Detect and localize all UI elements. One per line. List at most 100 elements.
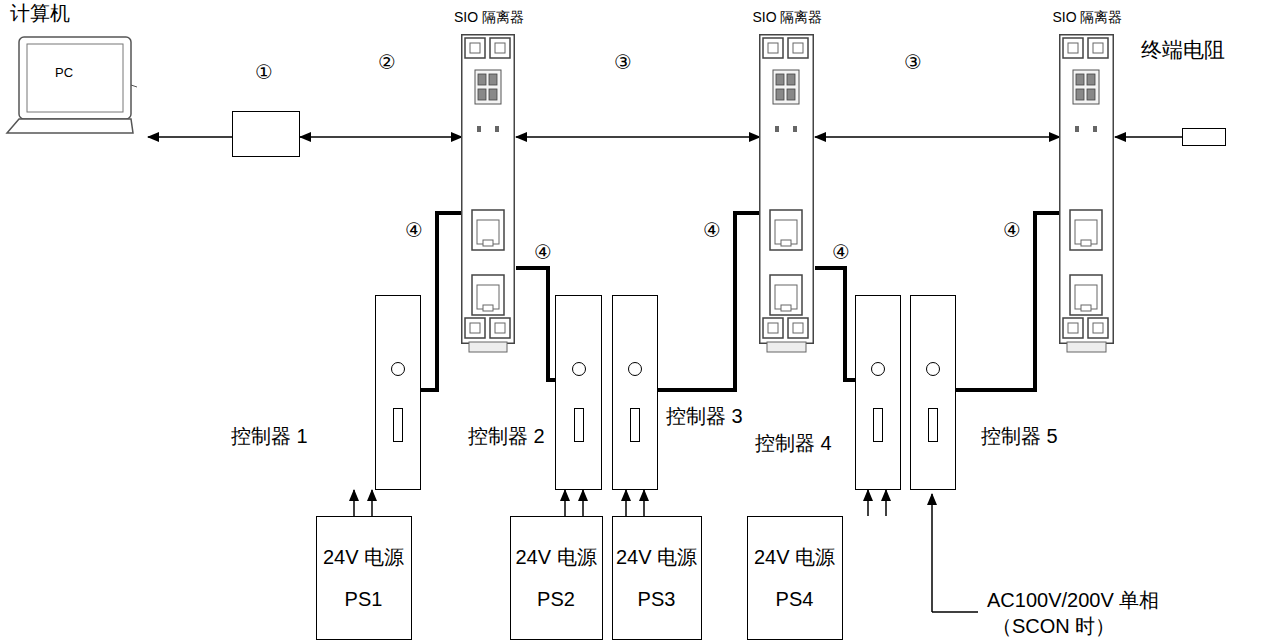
status-lamp — [572, 362, 586, 376]
rj-port — [472, 210, 504, 250]
isolator-body — [759, 34, 814, 356]
led — [775, 126, 779, 132]
link-arrow — [815, 136, 1060, 138]
computer: 计算机PC — [5, 35, 148, 139]
terminal-screw — [768, 43, 778, 53]
power-lead — [931, 494, 933, 612]
link-arrow — [353, 490, 355, 516]
link-arrow — [300, 136, 462, 138]
rj-port — [770, 210, 802, 250]
terminal-screw — [495, 43, 505, 53]
terminal-screw — [768, 323, 778, 333]
callout-number: ② — [376, 50, 398, 74]
callout-number: ③ — [612, 50, 634, 74]
dip-lever — [1087, 74, 1095, 85]
link-arrow — [643, 490, 645, 516]
callout-number: ④ — [830, 240, 852, 264]
dip-lever — [1087, 89, 1095, 100]
dip-lever — [787, 89, 795, 100]
terminal-screw — [470, 43, 480, 53]
connector-slot — [393, 408, 403, 442]
connector-slot — [928, 408, 938, 442]
isolator-body — [1059, 34, 1114, 356]
sio-isolator: SIO 隔离器 — [1060, 35, 1115, 345]
rj-latch — [483, 305, 493, 311]
terminal-block — [763, 318, 783, 338]
supply-label: 24V 电源 PS3 — [613, 536, 700, 620]
terminal-screw — [793, 323, 803, 333]
device-label: SIO 隔离器 — [752, 9, 822, 26]
din-clip — [767, 342, 806, 352]
device-box: 终端电阻 — [1182, 128, 1226, 146]
dip-switch — [1073, 70, 1099, 104]
dip-lever — [489, 74, 497, 85]
device-label: SIO 隔离器 — [454, 9, 524, 26]
laptop-lid — [19, 37, 131, 119]
callout-number: ④ — [701, 218, 723, 242]
cable — [815, 268, 855, 380]
device-label: PC — [55, 65, 73, 81]
controller-box: 控制器 3 — [612, 295, 658, 490]
isolator-housing — [462, 35, 515, 344]
device-label: ① — [255, 60, 273, 84]
callout-number: ③ — [902, 50, 924, 74]
link-arrow — [885, 490, 887, 516]
link-arrow — [148, 136, 232, 138]
connector-slot — [873, 408, 883, 442]
sio-isolator: SIO 隔离器 — [760, 35, 815, 345]
power-supply-box: 24V 电源 PS1 — [316, 516, 412, 640]
laptop-cable — [131, 85, 137, 87]
cable — [516, 268, 555, 380]
supply-label: 24V 电源 PS4 — [748, 536, 841, 620]
dip-lever — [776, 74, 784, 85]
terminal-block — [490, 38, 510, 58]
terminal-screw — [1093, 323, 1103, 333]
power-supply-box: 24V 电源 PS2 — [510, 516, 603, 640]
device-label: 控制器 1 — [231, 424, 308, 448]
led — [1075, 126, 1079, 132]
dip-lever — [1076, 89, 1084, 100]
link-arrow — [516, 136, 760, 138]
power-note: （SCON 时） — [990, 614, 1117, 638]
terminal-block — [465, 318, 485, 338]
power-supply-box: 24V 电源 PS3 — [612, 516, 702, 640]
device-label: 控制器 2 — [468, 424, 545, 448]
dip-lever — [489, 89, 497, 100]
isolator-housing — [1060, 35, 1114, 344]
dip-lever — [787, 74, 795, 85]
controller-box: 控制器 5 — [910, 295, 956, 490]
isolator-body — [461, 34, 515, 356]
led — [793, 126, 797, 132]
callout-number: ④ — [1001, 218, 1023, 242]
terminal-block — [788, 318, 808, 338]
controller-box: 控制器 4 — [855, 295, 901, 490]
status-lamp — [391, 362, 405, 376]
rj-port — [770, 275, 802, 315]
device-label: 控制器 4 — [755, 431, 832, 455]
device-label: SIO 隔离器 — [1052, 9, 1122, 26]
terminal-screw — [793, 43, 803, 53]
controller-box: 控制器 1 — [375, 295, 421, 490]
link-arrow — [582, 490, 584, 516]
dip-lever — [478, 74, 486, 85]
controller-box: 控制器 2 — [555, 295, 602, 490]
supply-label: 24V 电源 PS2 — [511, 536, 601, 620]
terminal-block — [1088, 38, 1108, 58]
terminal-block — [490, 318, 510, 338]
led — [1093, 126, 1097, 132]
device-label: 计算机 — [10, 1, 70, 25]
isolator-housing — [760, 35, 814, 344]
rj-latch — [483, 240, 493, 246]
status-lamp — [871, 362, 885, 376]
laptop-base — [7, 119, 133, 133]
dip-lever — [478, 89, 486, 100]
terminal-screw — [1068, 43, 1078, 53]
device-label: 控制器 3 — [666, 404, 743, 428]
cable — [421, 213, 462, 390]
dip-switch — [773, 70, 799, 104]
rj-port — [1070, 210, 1102, 250]
dip-switch — [475, 70, 501, 104]
power-supply-box: 24V 电源 PS4 — [747, 516, 843, 640]
link-arrow — [867, 490, 869, 516]
supply-label: 24V 电源 PS1 — [317, 536, 410, 620]
